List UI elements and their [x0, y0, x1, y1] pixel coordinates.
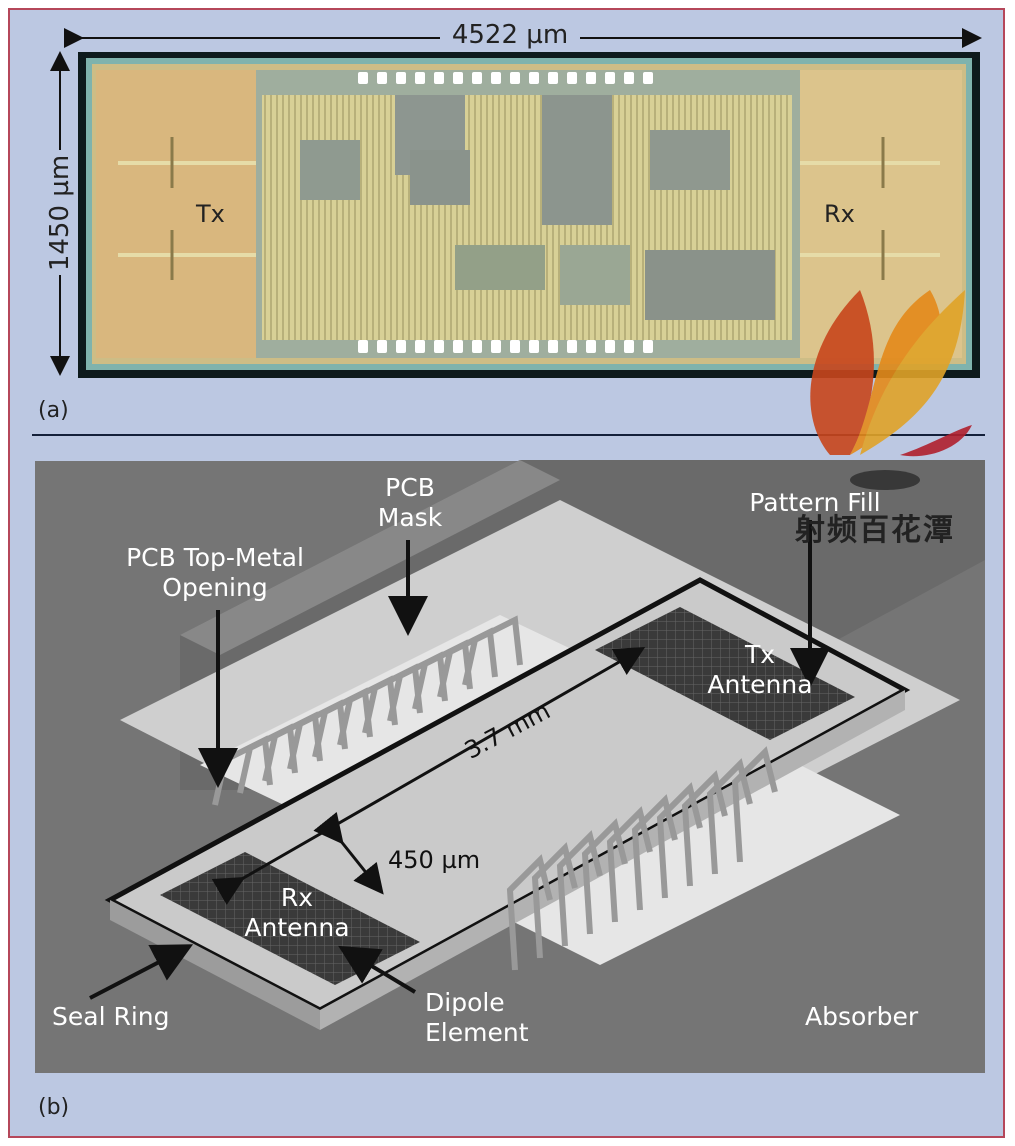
- antenna-feedlines: [118, 161, 940, 257]
- pcb-mask-label: PCB Mask: [377, 473, 443, 532]
- absorber-label: Absorber: [805, 1002, 919, 1031]
- antenna-spacing-arrow: [313, 811, 384, 895]
- seal-ring-label: Seal Ring: [52, 1002, 170, 1031]
- die-width-label: 4522 µm: [451, 20, 569, 50]
- tx-antenna-label: Tx Antenna: [707, 640, 813, 699]
- rx-label: Rx: [824, 200, 855, 228]
- die-photo: [32, 28, 985, 436]
- pcb-top-metal-opening-label: PCB Top-Metal Opening: [126, 543, 304, 602]
- bond-pads-top: [358, 72, 653, 84]
- dipole-element-arrow: [338, 945, 417, 994]
- dipole-elements-die: [170, 137, 885, 280]
- tx-antenna-region: [96, 70, 256, 358]
- panel-b-label: (b): [38, 1095, 70, 1120]
- bond-pads-bottom: [358, 340, 653, 353]
- tx-label: Tx: [196, 200, 225, 228]
- dipole-element-label: Dipole Element: [425, 988, 529, 1047]
- package-3d-diagram: [35, 460, 985, 1073]
- panel-a-label: (a): [38, 398, 69, 423]
- watermark-text: 射频百花潭: [795, 513, 955, 548]
- tx-antenna-grid: [595, 607, 855, 740]
- watermark-logo: [810, 290, 972, 490]
- seal-ring-arrow: [89, 944, 194, 1000]
- chip-length-arrow: [211, 647, 646, 905]
- die-height-label: 1450 µm: [45, 154, 75, 272]
- antenna-spacing-label: 450 µm: [388, 846, 481, 874]
- rx-antenna-label: Rx Antenna: [244, 883, 350, 942]
- pattern-fill-label: Pattern Fill: [749, 488, 881, 517]
